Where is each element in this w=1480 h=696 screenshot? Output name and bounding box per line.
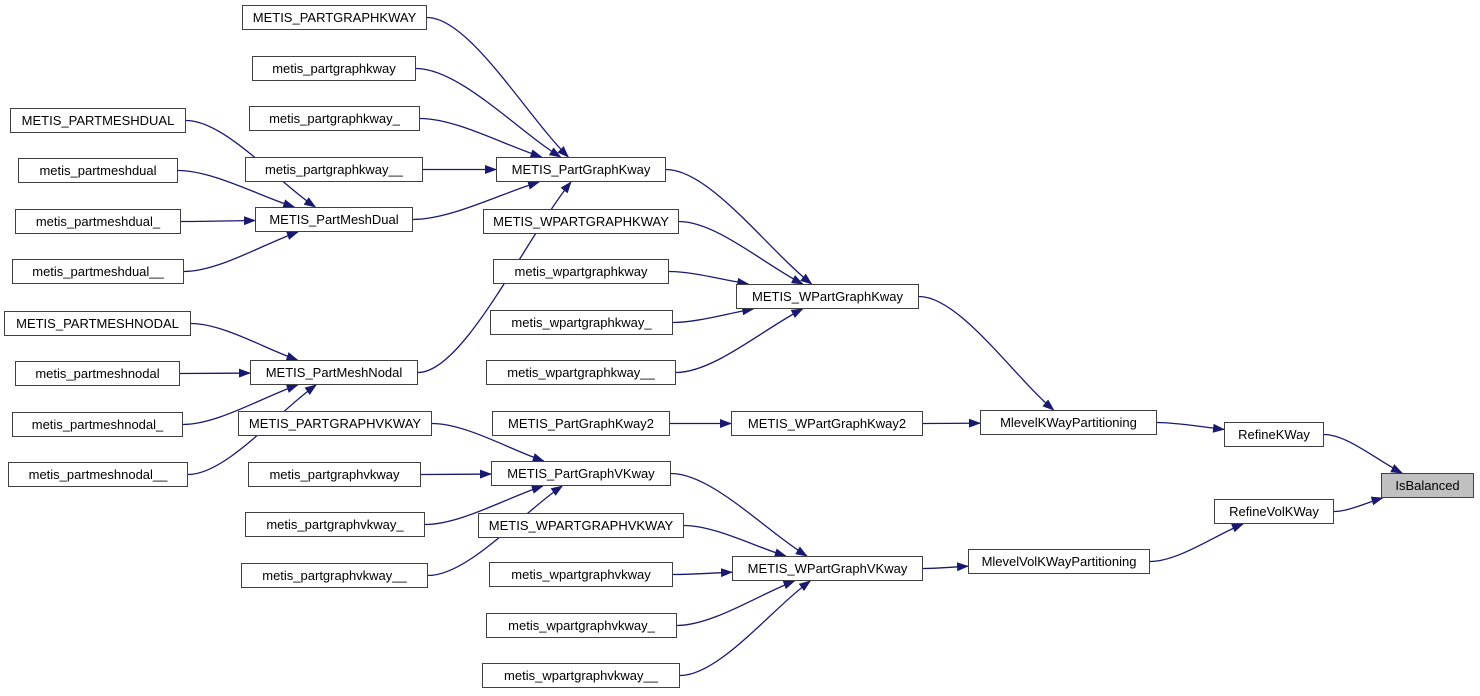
- node-metis-wpartgraphvkway[interactable]: metis_wpartgraphvkway__: [482, 663, 680, 688]
- edge-MlevelKWayPartitioning-to-RefineKWay: [1156, 421, 1225, 433]
- node-metis-partmeshdual[interactable]: metis_partmeshdual__: [12, 259, 184, 284]
- edge-metis_partgraphkway-to-METIS_PartGraphKway: [415, 67, 562, 158]
- edge-metis_partgraphkway_-to-METIS_PartGraphKway: [419, 117, 543, 158]
- node-metis-wpartgraphvkway[interactable]: metis_wpartgraphvkway_: [486, 613, 677, 638]
- edge-group: [177, 16, 1404, 677]
- node-metis-partmeshdual[interactable]: metis_partmeshdual_: [15, 209, 181, 234]
- node-metis-wpartgraphkway[interactable]: METIS_WPartGraphKway: [736, 284, 919, 309]
- edge-metis_partgraphvkway__-to-METIS_PartGraphVKway: [427, 485, 564, 577]
- node-refinevolkway[interactable]: RefineVolKWay: [1214, 499, 1334, 524]
- node-metis-wpartgraphvkway[interactable]: METIS_WPARTGRAPHVKWAY: [478, 513, 684, 538]
- edge-METIS_PartMeshNodal-to-METIS_PartGraphKway: [417, 181, 572, 374]
- node-metis-wpartgraphkway[interactable]: metis_wpartgraphkway_: [490, 310, 673, 335]
- node-metis-partgraphkway[interactable]: metis_partgraphkway__: [245, 157, 423, 182]
- node-metis-wpartgraphkway[interactable]: metis_wpartgraphkway__: [486, 360, 676, 385]
- node-metis-wpartgraphvkway[interactable]: metis_wpartgraphvkway: [489, 562, 673, 587]
- node-metis-partgraphkway[interactable]: METIS_PARTGRAPHKWAY: [242, 5, 427, 30]
- edge-RefineKWay-to-IsBalanced: [1323, 433, 1404, 474]
- node-metis-partmeshdual[interactable]: metis_partmeshdual: [18, 158, 178, 183]
- node-metis-partmeshnodal[interactable]: METIS_PartMeshNodal: [250, 360, 418, 385]
- node-mlevelkwaypartitioning[interactable]: MlevelKWayPartitioning: [980, 410, 1157, 435]
- edge-METIS_WPARTGRAPHKWAY-to-METIS_WPartGraphKway: [678, 220, 804, 285]
- edge-metis_wpartgraphkway-to-METIS_WPartGraphKway: [668, 270, 750, 287]
- node-metis-partgraphvkway[interactable]: metis_partgraphvkway_: [245, 512, 425, 537]
- edge-MlevelVolKWayPartitioning-to-RefineVolKWay: [1149, 523, 1244, 563]
- edge-metis_partgraphvkway_-to-METIS_PartGraphVKway: [424, 485, 544, 526]
- edge-metis_wpartgraphvkway-to-METIS_WPartGraphVKway: [672, 568, 733, 578]
- edge-metis_wpartgraphkway_-to-METIS_WPartGraphKway: [672, 306, 755, 324]
- edge-RefineVolKWay-to-IsBalanced: [1333, 496, 1384, 513]
- edge-metis_wpartgraphvkway__-to-METIS_WPartGraphVKway: [679, 580, 812, 677]
- edge-METIS_PARTGRAPHKWAY-to-METIS_PartGraphKway: [426, 16, 570, 158]
- node-metis-wpartgraphkway2[interactable]: METIS_WPartGraphKway2: [731, 411, 923, 436]
- node-metis-partgraphvkway[interactable]: metis_partgraphvkway: [248, 462, 421, 487]
- node-metis-partgraphkway2[interactable]: METIS_PartGraphKway2: [492, 411, 670, 436]
- edge-METIS_PARTGRAPHVKWAY-to-METIS_PartGraphVKway: [431, 422, 545, 462]
- node-metis-wpartgraphkway[interactable]: METIS_WPARTGRAPHKWAY: [483, 209, 679, 234]
- edge-metis_partmeshdual_-to-METIS_PartMeshDual: [180, 216, 256, 226]
- node-metis-partmeshnodal[interactable]: METIS_PARTMESHNODAL: [4, 311, 191, 336]
- node-mlevelvolkwaypartitioning[interactable]: MlevelVolKWayPartitioning: [968, 549, 1150, 574]
- node-metis-partgraphvkway[interactable]: METIS_PARTGRAPHVKWAY: [238, 411, 432, 436]
- node-metis-partmeshnodal[interactable]: metis_partmeshnodal__: [8, 462, 188, 487]
- edge-metis_wpartgraphkway__-to-METIS_WPartGraphKway: [675, 308, 804, 374]
- node-metis-partgraphkway[interactable]: METIS_PartGraphKway: [496, 157, 666, 182]
- node-metis-partmeshdual[interactable]: METIS_PARTMESHDUAL: [10, 108, 186, 133]
- edge-metis_partmeshnodal_-to-METIS_PartMeshNodal: [182, 384, 299, 426]
- edge-METIS_PartGraphKway-to-METIS_WPartGraphKway: [665, 168, 813, 285]
- node-metis-partgraphkway[interactable]: metis_partgraphkway_: [249, 106, 420, 131]
- edge-metis_partmeshnodal__-to-METIS_PartMeshNodal: [187, 384, 317, 476]
- node-metis-partmeshdual[interactable]: METIS_PartMeshDual: [255, 207, 413, 232]
- node-metis-wpartgraphkway[interactable]: metis_wpartgraphkway: [493, 259, 669, 284]
- edge-METIS_PartGraphVKway-to-METIS_WPartGraphVKway: [670, 472, 808, 557]
- node-metis-wpartgraphvkway[interactable]: METIS_WPartGraphVKway: [732, 556, 923, 581]
- edge-metis_partmeshdual__-to-METIS_PartMeshDual: [183, 231, 299, 273]
- edge-METIS_WPartGraphKway-to-MlevelKWayPartitioning: [918, 295, 1055, 411]
- node-metis-partmeshnodal[interactable]: metis_partmeshnodal: [15, 361, 180, 386]
- edge-METIS_PARTMESHNODAL-to-METIS_PartMeshNodal: [190, 322, 299, 361]
- node-metis-partmeshnodal[interactable]: metis_partmeshnodal_: [12, 412, 183, 437]
- node-metis-partgraphkway[interactable]: metis_partgraphkway: [252, 56, 416, 81]
- edge-METIS_PartMeshDual-to-METIS_PartGraphKway: [412, 180, 540, 221]
- edge-metis_partmeshdual-to-METIS_PartMeshDual: [177, 169, 296, 208]
- node-refinekway[interactable]: RefineKWay: [1224, 422, 1324, 447]
- node-isbalanced-highlighted: IsBalanced: [1381, 473, 1474, 498]
- edge-METIS_WPARTGRAPHVKWAY-to-METIS_WPartGraphVKway: [683, 524, 787, 558]
- edge-metis_wpartgraphvkway_-to-METIS_WPartGraphVKway: [676, 580, 796, 627]
- edge-METIS_WPartGraphVKway-to-MlevelVolKWayPartitioning: [922, 562, 969, 572]
- node-metis-partgraphvkway[interactable]: METIS_PartGraphVKway: [491, 461, 671, 486]
- node-metis-partgraphvkway[interactable]: metis_partgraphvkway__: [241, 563, 428, 588]
- edge-METIS_PARTMESHDUAL-to-METIS_PartMeshDual: [185, 119, 317, 208]
